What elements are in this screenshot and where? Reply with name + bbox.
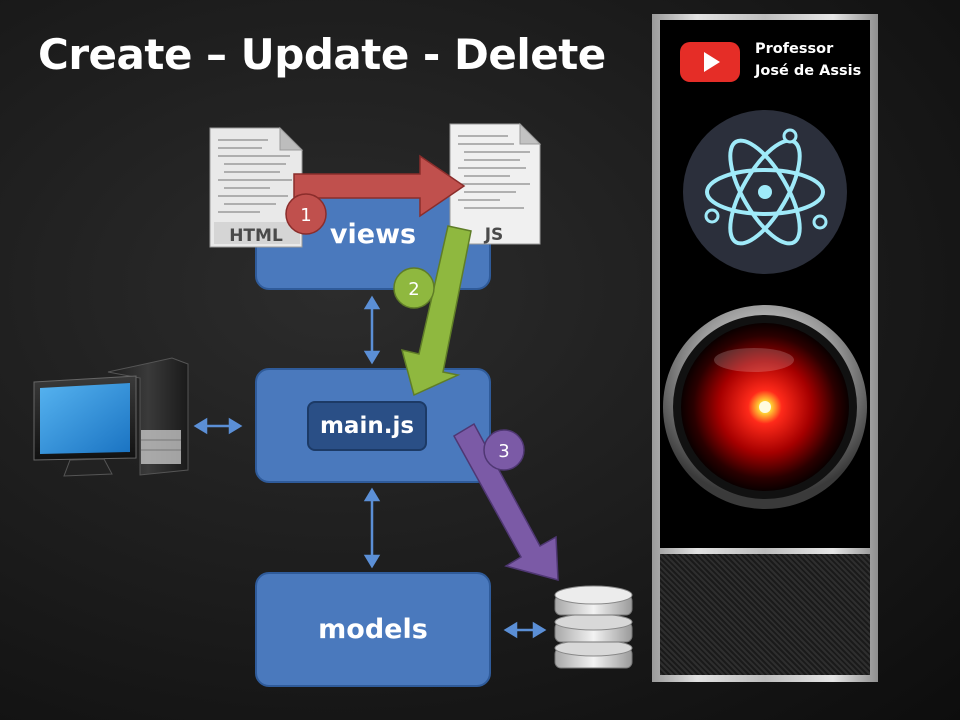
channel-line-2: José de Assis — [755, 63, 862, 79]
connector-computer-main — [193, 417, 243, 435]
html-file-icon: HTML — [209, 126, 304, 248]
step-1-label: 1 — [300, 205, 311, 226]
html-file-label: HTML — [229, 226, 283, 246]
connector-views-main — [363, 295, 381, 365]
main-js-label: main.js — [307, 401, 427, 451]
step-3-arrow: 3 — [452, 422, 559, 581]
hal-eye-icon — [663, 305, 867, 509]
models-label: models — [318, 614, 428, 645]
channel-line-1: Professor — [755, 41, 834, 57]
hal-screen: Professor José de Assis — [660, 20, 870, 548]
js-file-label: JS — [484, 225, 504, 245]
models-box: models — [255, 572, 491, 687]
electron-logo-icon — [683, 110, 847, 274]
step-1-arrow: 1 — [285, 154, 466, 235]
slide-title: Create – Update - Delete — [38, 30, 606, 79]
step-2-arrow: 2 — [393, 225, 472, 397]
computer-icon — [33, 357, 189, 477]
database-icon — [554, 585, 633, 669]
channel-name: Professor José de Assis — [755, 38, 861, 82]
views-label: views — [329, 218, 417, 250]
step-2-label: 2 — [408, 279, 419, 300]
js-file-icon: JS — [449, 122, 542, 245]
youtube-icon — [680, 42, 740, 82]
step-3-label: 3 — [498, 441, 509, 462]
hal-panel: Professor José de Assis — [652, 14, 878, 682]
connector-models-database — [503, 621, 547, 639]
connector-main-models — [363, 487, 381, 569]
hal-speaker-grill — [660, 554, 870, 675]
